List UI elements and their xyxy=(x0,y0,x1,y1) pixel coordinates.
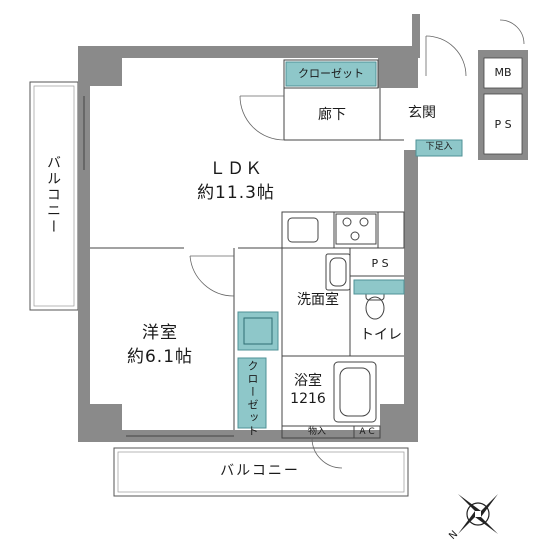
ldk-name: ＬＤＫ xyxy=(209,159,263,179)
door-swings xyxy=(189,19,525,469)
ps-top-box xyxy=(483,93,523,155)
hallway-label: 廊下 xyxy=(318,107,346,123)
south-balcony-inner xyxy=(117,451,405,493)
closet-top-fill xyxy=(285,61,377,87)
getabako-fill xyxy=(415,139,463,157)
ps-mid-label: P S xyxy=(371,257,389,270)
bath-size: 1216 xyxy=(290,391,326,407)
stove xyxy=(335,213,377,245)
bedroom-name: 洋室 xyxy=(142,323,178,343)
closet-bedroom-fill xyxy=(237,357,267,429)
toilet-label: トイレ xyxy=(360,327,402,343)
compass-icon xyxy=(458,494,498,534)
outer-walls xyxy=(78,14,420,442)
west-balcony-label: バルコニー xyxy=(45,155,61,235)
washroom-label: 洗面室 xyxy=(297,292,339,308)
monoire-label: 物入 xyxy=(307,427,326,437)
washer-inner xyxy=(243,317,273,345)
bath-name: 浴室 xyxy=(294,373,322,389)
toilet-shelf-fill xyxy=(353,279,405,295)
bedroom-size: 約6.1帖 xyxy=(126,347,194,367)
mb-box xyxy=(483,57,523,89)
ac-label: A C xyxy=(359,427,375,437)
getabako-label: 下足入 xyxy=(425,142,453,152)
ldk-size: 約11.3帖 xyxy=(197,183,275,203)
closet-bedroom-label: クローゼット xyxy=(246,360,259,438)
ps-top-label: P S xyxy=(494,118,512,131)
south-balcony-label: バルコニー xyxy=(220,463,300,479)
mb-label: MB xyxy=(494,66,512,79)
west-balcony-inner xyxy=(33,85,75,307)
genkan-label: 玄関 xyxy=(408,105,436,121)
south-balcony-outline xyxy=(113,447,409,497)
interior-lines xyxy=(83,59,405,439)
closet-top-label: クローゼット xyxy=(298,67,364,80)
